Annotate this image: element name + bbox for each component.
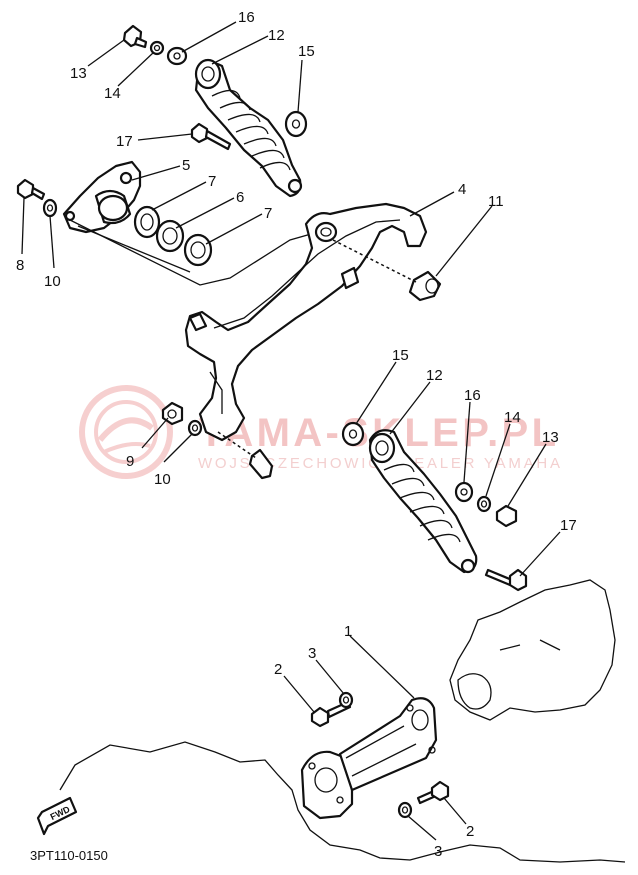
bolt-17-lower — [484, 568, 528, 592]
callout-5: 5 — [182, 157, 190, 174]
engine-bracket-1 — [300, 697, 438, 820]
callout-3-lower: 3 — [434, 843, 442, 860]
callout-11: 11 — [488, 193, 504, 210]
bolt-2-lower — [416, 780, 450, 805]
callout-14-upper: 14 — [104, 85, 121, 102]
callout-12-lower: 12 — [426, 367, 443, 384]
diagram-code: 3PT110-0150 — [30, 848, 108, 863]
washer-3-lower — [397, 801, 413, 819]
callout-2-upper: 2 — [274, 661, 282, 678]
callout-16-upper: 16 — [238, 9, 255, 26]
callout-3-upper: 3 — [308, 645, 316, 662]
watermark-logo-icon — [79, 385, 173, 479]
callout-13-lower: 13 — [542, 429, 559, 446]
engine-outline — [59, 579, 626, 863]
pivot-shaft — [217, 431, 274, 480]
spacer-6 — [155, 219, 185, 253]
bushing-11 — [408, 270, 442, 302]
callout-15-upper: 15 — [298, 43, 315, 60]
callout-2-lower: 2 — [466, 823, 474, 840]
washer-10-lower — [187, 419, 203, 437]
callout-14-lower: 14 — [504, 409, 521, 426]
bolt-13-lower — [495, 504, 518, 528]
callout-17-lower: 17 — [560, 517, 577, 534]
callout-17-upper: 17 — [116, 133, 133, 150]
bolt-8 — [16, 178, 46, 201]
washer-15-upper — [284, 110, 308, 138]
callout-4: 4 — [458, 181, 466, 198]
callout-10-lower: 10 — [154, 471, 171, 488]
callout-6: 6 — [236, 189, 244, 206]
callout-16-lower: 16 — [464, 387, 481, 404]
washer-10-upper — [42, 198, 58, 218]
washer-16-lower — [454, 481, 474, 503]
callout-12-upper: 12 — [268, 27, 285, 44]
callout-9: 9 — [126, 453, 134, 470]
washer-3-upper — [338, 691, 354, 709]
callout-numbers: 16 12 13 14 15 17 5 7 6 7 8 10 4 11 15 1… — [16, 9, 577, 860]
bolt-13-upper — [122, 24, 148, 49]
bolt-17-upper — [190, 122, 232, 151]
watermark: YAMA-SKLEP.PL WOJSZCZECHOWICZ DEALER YAM… — [79, 385, 560, 479]
washer-16-upper — [166, 46, 188, 66]
bracket-5 — [62, 160, 142, 234]
bearing-7-inner — [183, 233, 213, 267]
fwd-arrow-icon: FWD — [36, 796, 78, 836]
callout-7-inner: 7 — [264, 205, 272, 222]
callout-10-upper: 10 — [44, 273, 61, 290]
callout-13-upper: 13 — [70, 65, 87, 82]
callout-15-lower: 15 — [392, 347, 409, 364]
callout-8: 8 — [16, 257, 24, 274]
washer-15-lower — [341, 421, 365, 447]
washer-14-lower — [476, 495, 492, 513]
upper-shock-absorber — [194, 58, 303, 198]
rear-arm-4 — [184, 202, 428, 442]
callout-7-outer: 7 — [208, 173, 216, 190]
leader-lines — [21, 21, 561, 841]
washer-14-upper — [149, 40, 165, 56]
bearing-7-outer — [133, 205, 161, 239]
callout-1: 1 — [344, 623, 352, 640]
lower-shock-absorber — [368, 429, 478, 574]
